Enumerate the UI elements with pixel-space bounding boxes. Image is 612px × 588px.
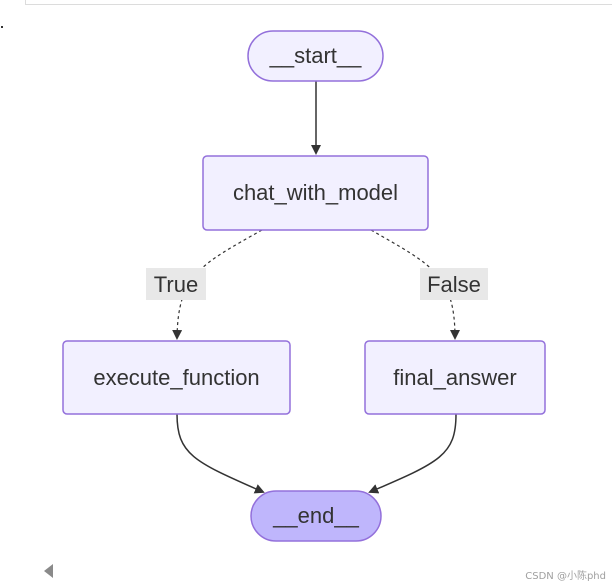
bullet-dot [1,26,3,28]
node-execute-function-label: execute_function [93,365,259,390]
node-execute-function[interactable]: execute_function [62,340,291,415]
triangle-left-icon[interactable] [44,564,53,578]
edge-execute-to-end [176,413,265,494]
node-start[interactable]: __start__ [247,30,384,82]
top-panel-edge [25,0,612,5]
node-chat-with-model-label: chat_with_model [233,180,398,205]
node-final-answer-label: final_answer [393,365,517,390]
node-end-label: __end__ [272,503,359,528]
node-chat-with-model[interactable]: chat_with_model [202,155,429,231]
edge-label-true: True [146,268,206,300]
edge-label-false: False [420,268,488,300]
watermark: CSDN @小陈phd [525,571,606,582]
edge-label-true-text: True [154,272,198,297]
edge-label-false-text: False [427,272,481,297]
edge-final-to-end [368,413,457,494]
node-end[interactable]: __end__ [250,490,382,542]
node-final-answer[interactable]: final_answer [364,340,546,415]
node-start-label: __start__ [269,43,362,68]
